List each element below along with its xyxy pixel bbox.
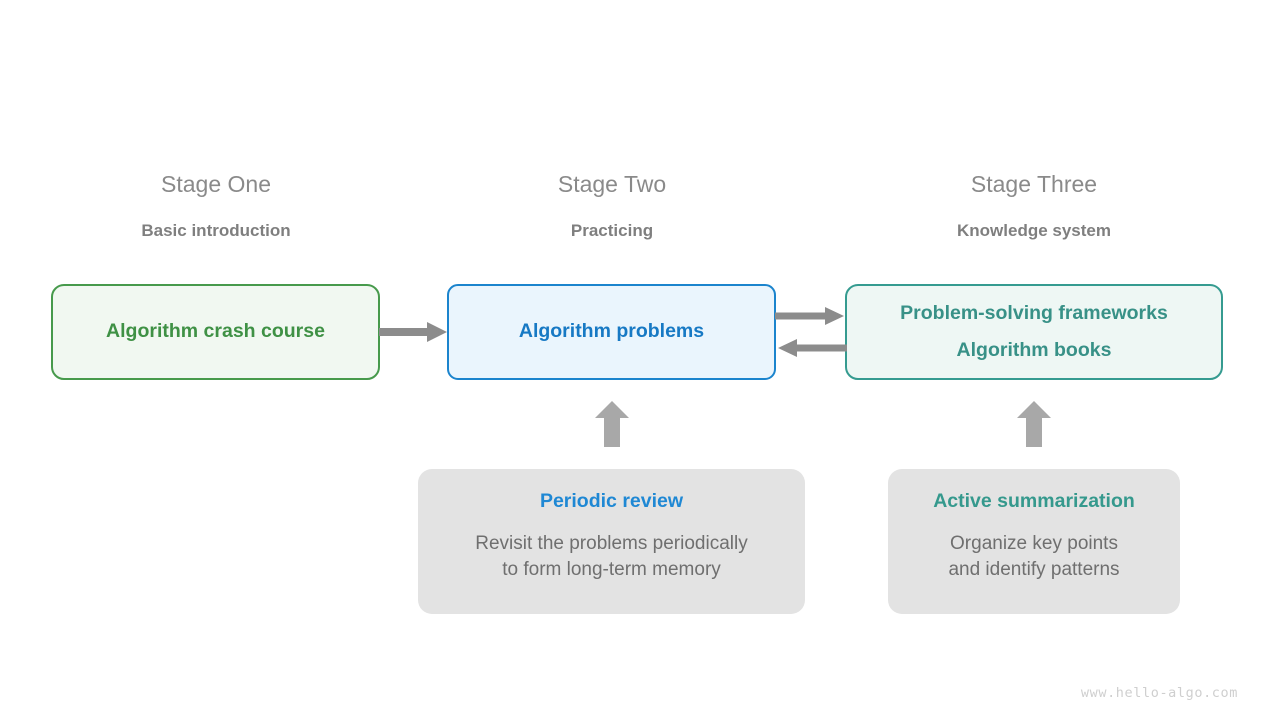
box-algorithm-problems[interactable]: Algorithm problems — [447, 284, 776, 380]
box-problem-solving-frameworks-label: Problem-solving frameworks — [900, 302, 1168, 324]
note-periodic-review-title: Periodic review — [539, 490, 684, 512]
box-algorithm-problems-label: Algorithm problems — [518, 320, 705, 343]
note-periodic-review-body: Revisit the problems periodically to for… — [475, 532, 748, 581]
box-knowledge-system[interactable]: Problem-solving frameworks Algorithm boo… — [845, 284, 1223, 380]
stage-header-three: Stage Three Knowledge system — [869, 171, 1199, 240]
stage-three-subtitle: Knowledge system — [957, 221, 1111, 240]
note-active-summarization-title: Active summarization — [933, 490, 1135, 512]
arrow-problems-to-frameworks — [775, 307, 844, 325]
stage-three-title: Stage Three — [970, 171, 1098, 197]
note-active-summarization[interactable]: Active summarization Organize key points… — [888, 469, 1180, 614]
stage-two-title: Stage Two — [557, 171, 667, 197]
watermark: www.hello-algo.com — [1080, 685, 1238, 701]
stage-two-subtitle: Practicing — [570, 221, 654, 240]
note-active-summarization-body: Organize key points and identify pattern… — [948, 532, 1120, 581]
stage-header-one: Stage One Basic introduction — [51, 171, 381, 240]
box-algorithm-crash-course[interactable]: Algorithm crash course — [51, 284, 380, 380]
box-algorithm-books-label: Algorithm books — [956, 338, 1112, 361]
arrow-review-to-problems — [595, 401, 629, 447]
stage-header-two: Stage Two Practicing — [447, 171, 777, 240]
stage-one-subtitle: Basic introduction — [141, 221, 291, 240]
stage-one-title: Stage One — [161, 171, 271, 197]
arrow-crash-course-to-problems — [379, 322, 447, 342]
box-algorithm-crash-course-label: Algorithm crash course — [106, 320, 325, 343]
arrow-summarization-to-frameworks — [1017, 401, 1051, 447]
note-periodic-review[interactable]: Periodic review Revisit the problems per… — [418, 469, 805, 614]
arrow-frameworks-to-problems — [778, 339, 847, 357]
